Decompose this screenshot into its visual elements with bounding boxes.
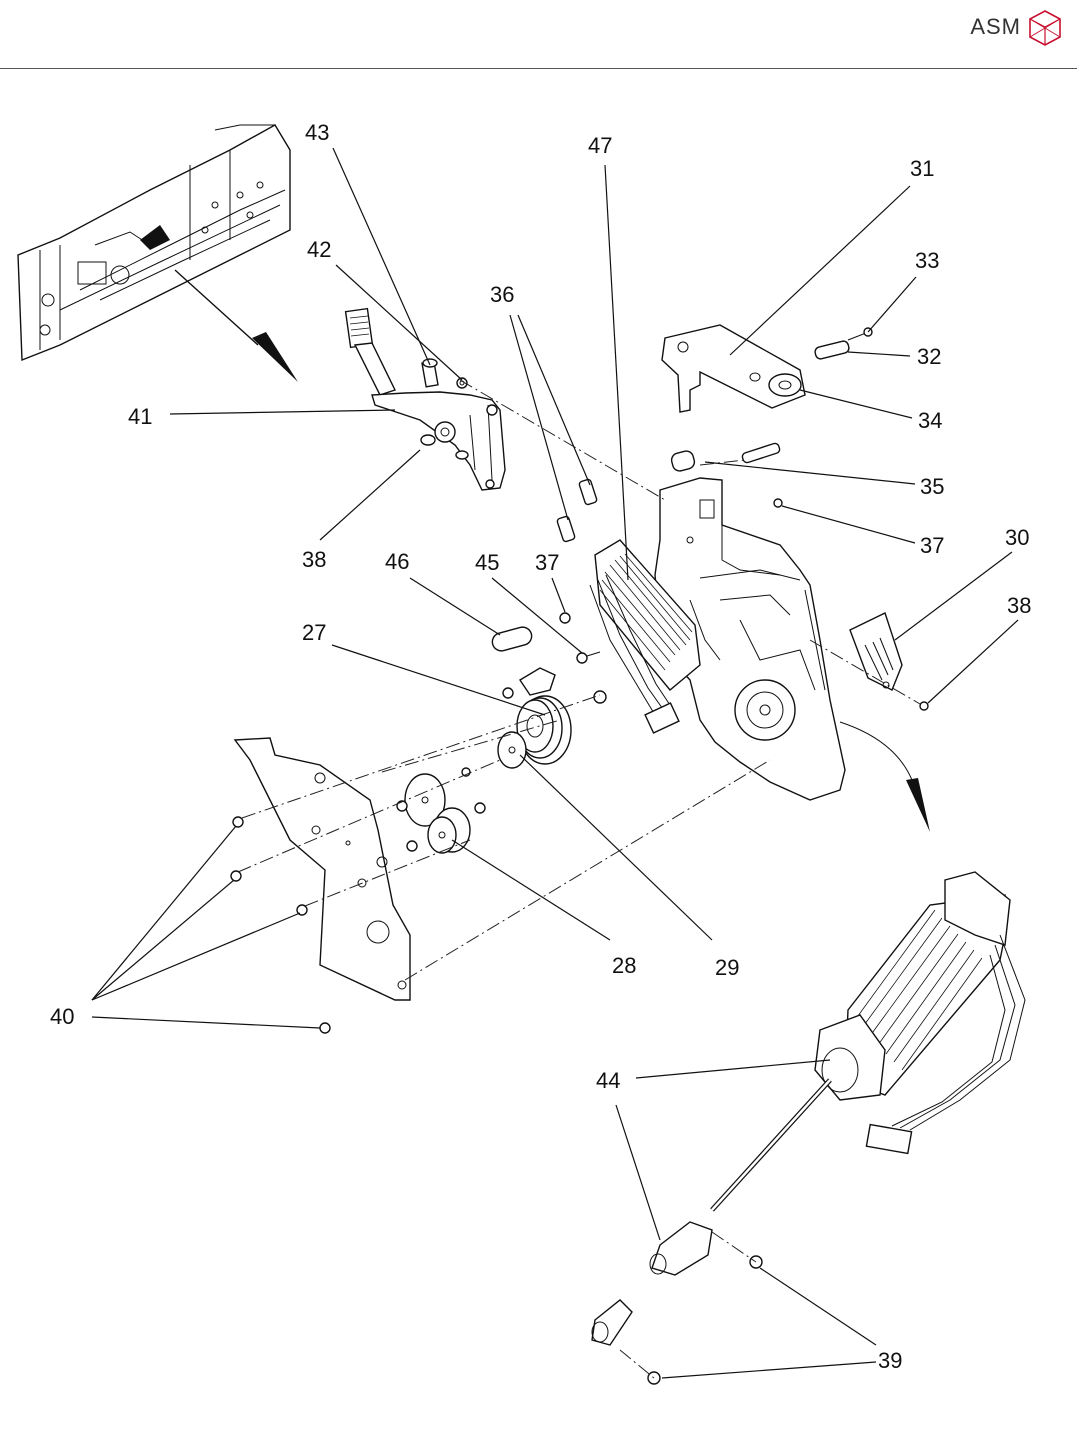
callout-37-right: 37 — [920, 533, 944, 558]
callout-44: 44 — [596, 1068, 620, 1093]
coupling-part — [592, 1222, 712, 1345]
screw-45 — [577, 652, 600, 663]
callout-39: 39 — [878, 1348, 902, 1373]
callout-37-mid: 37 — [535, 550, 559, 575]
pins-36 — [557, 479, 598, 543]
screw-33 — [848, 328, 872, 340]
callout-43: 43 — [305, 120, 329, 145]
callout-36: 36 — [490, 282, 514, 307]
callout-33: 33 — [915, 248, 939, 273]
pin-43 — [422, 359, 438, 387]
callout-32: 32 — [917, 344, 941, 369]
callout-34: 34 — [918, 408, 942, 433]
sleeve-46 — [490, 625, 533, 653]
view-arrow-top-left — [175, 270, 298, 382]
callout-27: 27 — [302, 620, 326, 645]
pulley-27 — [517, 691, 606, 764]
callout-41: 41 — [128, 404, 152, 429]
view-arrow-right — [840, 722, 930, 832]
lever-assembly-41 — [346, 309, 505, 490]
clip-part — [503, 668, 555, 698]
callout-30: 30 — [1005, 525, 1029, 550]
pin-32 — [814, 340, 850, 360]
feeder-overview — [18, 125, 290, 360]
screws-39 — [648, 1256, 762, 1384]
callout-35: 35 — [920, 474, 944, 499]
side-plate — [235, 738, 410, 1000]
callout-40: 40 — [50, 1004, 74, 1029]
leader-lines — [92, 148, 1018, 1378]
callout-31: 31 — [910, 156, 934, 181]
callout-28: 28 — [612, 953, 636, 978]
callout-38-right: 38 — [1007, 593, 1031, 618]
callout-47: 47 — [588, 133, 612, 158]
callout-45: 45 — [475, 550, 499, 575]
callout-42: 42 — [307, 237, 331, 262]
motor-44 — [712, 872, 1025, 1210]
cover-30 — [850, 613, 928, 710]
callout-38-left: 38 — [302, 547, 326, 572]
screw-37-top — [774, 499, 782, 507]
callout-29: 29 — [715, 955, 739, 980]
screw-37-mid — [560, 613, 570, 623]
callout-46: 46 — [385, 549, 409, 574]
bracket-31 — [662, 325, 805, 412]
gear-28 — [397, 768, 485, 853]
